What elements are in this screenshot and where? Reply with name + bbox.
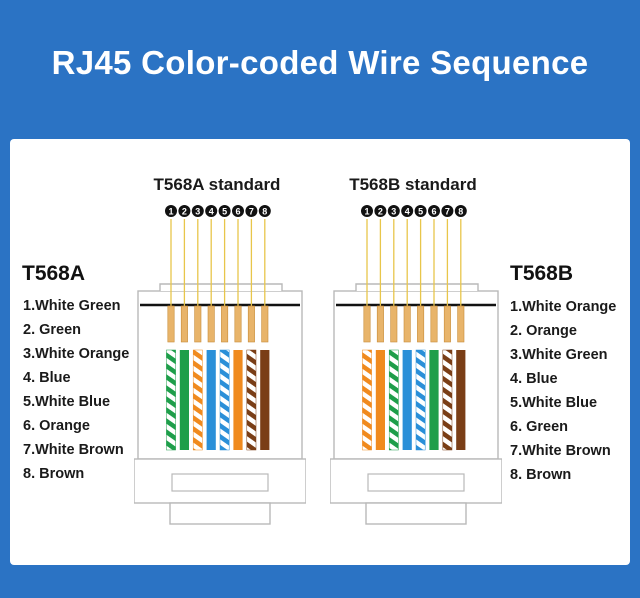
t568a-pin-number-5: 5	[222, 207, 227, 217]
t568a-pin-number-4: 4	[209, 207, 214, 217]
t568a-wire-4	[206, 350, 216, 450]
t568a-wire-label-2: 2. Green	[23, 322, 82, 338]
t568b-pin-contact-2	[376, 305, 384, 343]
t568b-pin-contact-7	[443, 305, 451, 343]
t568a-pin-badge-6	[232, 205, 244, 217]
t568b-wire-label-5: 5.White Blue	[510, 395, 598, 411]
t568b-heading: T568B	[510, 262, 574, 285]
t568a-cable-end	[169, 502, 271, 525]
t568a-wire-7	[246, 349, 257, 451]
t568b-wire-label-1: 1.White Orange	[510, 299, 617, 315]
t568b-wire-label-4: 4. Blue	[510, 371, 558, 387]
t568b-wire-2	[375, 350, 385, 450]
t568b-wire-label-7: 7.White Brown	[510, 443, 611, 459]
t568b-wire-3	[388, 349, 399, 451]
t568a-pin-badge-4	[205, 205, 218, 217]
t568b-cable-end	[365, 502, 467, 525]
t568b-pin-number-3: 3	[391, 207, 396, 217]
t568b-pin-number-6: 6	[431, 207, 436, 217]
t568a-pin-contact-8	[261, 305, 269, 343]
t568b-pin-number-8: 8	[458, 207, 463, 217]
t568a-wire-list: 1.White Green 2. Green 3.White Orange 4. Bl…	[23, 294, 129, 486]
t568a-pin-contact-7	[247, 305, 255, 343]
t568b-boot-slot	[367, 473, 465, 492]
t568b-standard-label: T568B standard	[349, 175, 477, 194]
t568a-heading: T568A	[22, 262, 86, 285]
t568a-pin-contact-3	[194, 305, 202, 343]
t568b-wire-5	[415, 349, 426, 451]
t568b-wire-list: 1.White Orange 2. Orange 3.White Green 4. B…	[510, 295, 616, 487]
t568a-pin-badge-2	[178, 205, 191, 217]
t568b-pin-number-7: 7	[445, 207, 450, 217]
t568a-wire-label-8: 8. Brown	[23, 466, 85, 482]
t568b-pin-badge-4	[401, 205, 414, 217]
t568b-wire-label-6: 6. Green	[510, 419, 569, 435]
t568b-pin-number-1: 1	[364, 207, 369, 217]
t568b-wire-6	[429, 350, 439, 450]
page-title: RJ45 Color-coded Wire Sequence	[51, 44, 589, 81]
t568b-pin-contact-3	[390, 305, 398, 343]
t568a-connector-top	[159, 283, 283, 291]
t568b-wire-4	[402, 350, 412, 450]
t568b-pin-badge-1	[361, 205, 373, 217]
t568b-wire-label-2: 2. Orange	[510, 323, 577, 339]
diagram-card	[10, 139, 630, 565]
t568a-wire-8	[260, 350, 270, 450]
t568a-pin-contact-4	[207, 305, 215, 343]
t568a-boot-slot	[171, 473, 269, 492]
t568b-connector-top	[355, 283, 479, 291]
t568a-wire-label-3: 3.White Orange	[23, 346, 130, 362]
t568a-pin-number-1: 1	[168, 207, 173, 217]
t568a-wire-label-6: 6. Orange	[23, 418, 90, 434]
t568b-pin-badge-2	[374, 205, 387, 217]
t568b-pin-number-5: 5	[418, 207, 423, 217]
t568b-pin-contact-6	[430, 305, 438, 343]
t568b-wire-label-8: 8. Brown	[510, 467, 572, 483]
t568b-pin-badge-5	[414, 205, 427, 217]
t568a-standard-label: T568A standard	[153, 175, 281, 194]
t568a-wire-5	[219, 349, 230, 451]
t568a-pin-number-3: 3	[195, 207, 200, 217]
t568a-pin-contact-6	[234, 305, 242, 343]
t568a-wire-6	[233, 350, 243, 450]
t568b-pin-badge-3	[387, 205, 400, 217]
t568b-pin-contact-8	[457, 305, 465, 343]
t568b-wire-8	[456, 350, 466, 450]
t568a-pin-badge-7	[245, 205, 258, 217]
t568b-wire-1	[362, 349, 372, 451]
t568b-pin-contact-5	[417, 305, 425, 343]
t568b-pin-contact-1	[363, 305, 371, 343]
t568a-pin-badge-8	[258, 205, 271, 217]
t568b-pin-contact-4	[403, 305, 411, 343]
t568b-pin-number-2: 2	[378, 207, 383, 217]
t568a-pin-badge-3	[191, 205, 204, 217]
t568a-pin-number-6: 6	[235, 207, 240, 217]
t568b-pin-number-4: 4	[405, 207, 410, 217]
t568a-wire-3	[192, 349, 203, 451]
t568a-pin-badge-5	[218, 205, 231, 217]
t568a-pin-number-2: 2	[182, 207, 187, 217]
t568a-wire-label-7: 7.White Brown	[23, 442, 124, 458]
t568a-pin-badge-1	[165, 205, 177, 217]
t568a-wire-label-4: 4. Blue	[23, 370, 71, 386]
t568a-pin-contact-1	[167, 305, 175, 343]
t568a-pin-contact-2	[180, 305, 188, 343]
t568a-wire-2	[179, 350, 189, 450]
t568b-pin-badge-8	[454, 205, 467, 217]
t568a-wire-1	[166, 349, 176, 451]
t568b-wire-7	[442, 349, 453, 451]
t568b-pin-badge-6	[428, 205, 440, 217]
t568a-pin-number-8: 8	[262, 207, 267, 217]
t568a-pin-number-7: 7	[249, 207, 254, 217]
t568a-wire-label-1: 1.White Green	[23, 298, 121, 314]
t568a-wire-label-5: 5.White Blue	[23, 394, 111, 410]
t568a-pin-contact-5	[221, 305, 229, 343]
t568b-wire-label-3: 3.White Green	[510, 347, 608, 363]
t568b-pin-badge-7	[441, 205, 454, 217]
